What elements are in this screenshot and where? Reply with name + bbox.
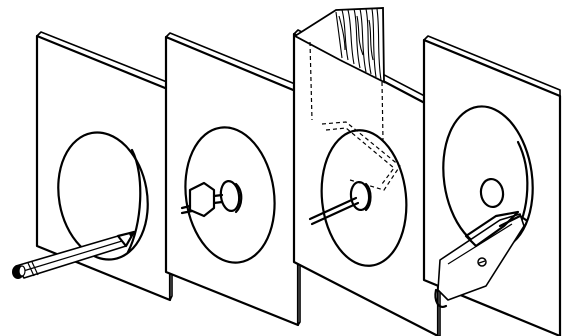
panel-2: [166, 33, 300, 325]
panel-3: [294, 8, 440, 336]
